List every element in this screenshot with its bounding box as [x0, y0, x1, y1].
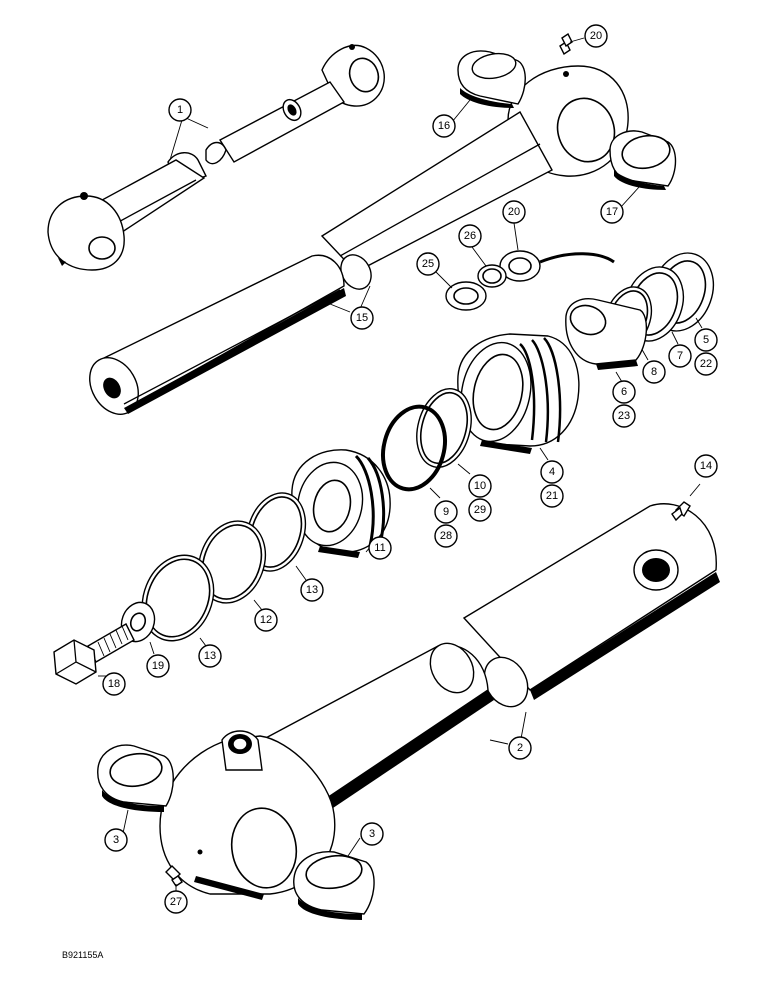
callout-11: 14: [700, 460, 712, 472]
callout-15: 12: [260, 614, 272, 626]
callout-23: 23: [618, 410, 630, 422]
callout-13-upper: 16: [438, 120, 450, 132]
callout-5: 5: [703, 334, 709, 346]
callout-12: 15: [356, 312, 368, 324]
ring-15: [197, 520, 267, 604]
callout-20-upper: 20: [590, 30, 602, 42]
assembled-cylinder-overview: 1: [47, 44, 385, 271]
rod-assembly: 15: [89, 65, 629, 415]
bushing-6: [565, 298, 647, 370]
callout-13-lower: 17: [606, 206, 618, 218]
rod-seal-25: [499, 250, 615, 282]
bushing-rod-end-lower: [609, 130, 677, 190]
grease-fitting-upper: [559, 32, 573, 56]
callout-6: 6: [621, 386, 627, 398]
callout-21: 21: [546, 490, 558, 502]
callout-27: 26: [464, 230, 476, 242]
o-ring-9: [381, 404, 447, 492]
bushing-rod-end-upper: [457, 50, 526, 108]
callout-17: 13: [204, 650, 216, 662]
callout-16: 13: [306, 584, 318, 596]
ring-17: [141, 554, 215, 642]
wiper-26: [445, 281, 487, 311]
callout-3-left: 3: [113, 834, 119, 846]
piston-14: [291, 449, 391, 558]
callout-3-right: 3: [369, 828, 375, 840]
ring-27: [477, 264, 507, 288]
callout-9: 9: [443, 506, 449, 518]
callout-26: 25: [422, 258, 434, 270]
bolt-18: [53, 623, 135, 685]
callout-25: 20: [508, 206, 520, 218]
callout-19: 19: [152, 660, 164, 672]
bushing-base-end-right: [293, 851, 375, 920]
grease-fitting-lower: [165, 865, 183, 887]
callout-14: 11: [374, 542, 385, 554]
callout-10: 10: [474, 480, 486, 492]
barrel-assembly: [159, 501, 720, 900]
callout-1: 1: [177, 104, 183, 116]
callout-29: 29: [474, 504, 486, 516]
callout-22: 22: [700, 358, 712, 370]
callout-28: 28: [440, 530, 452, 542]
gland-4: [457, 333, 580, 454]
bushing-base-end-left: [97, 744, 174, 812]
drawing-code: B921155A: [62, 950, 103, 960]
callout-7: 7: [677, 350, 683, 362]
callout-2: 2: [517, 742, 523, 754]
callout-20-lower: 27: [170, 896, 182, 908]
callout-18: 18: [108, 678, 120, 690]
callout-8: 8: [651, 366, 657, 378]
callout-4: 4: [549, 466, 555, 478]
